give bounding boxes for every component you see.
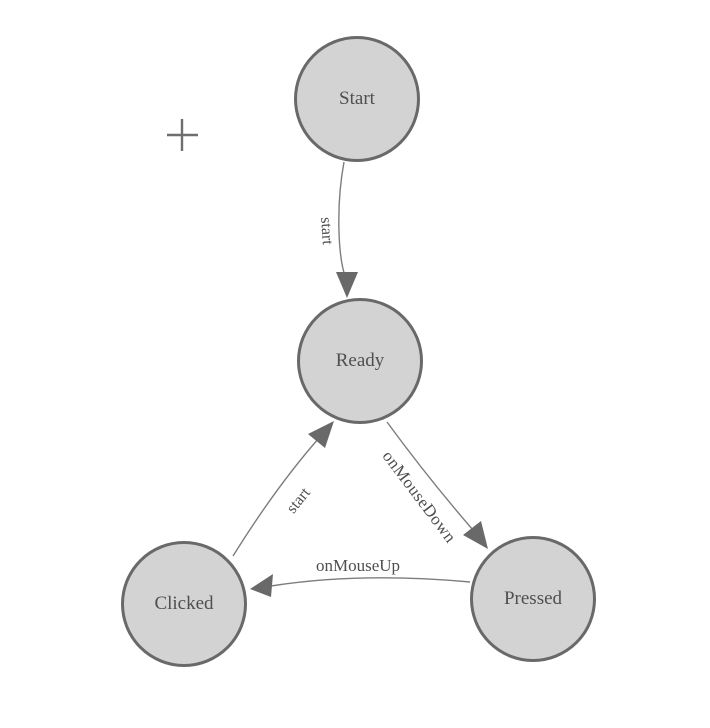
crosshair-plus-icon xyxy=(167,119,198,151)
node-clicked-label: Clicked xyxy=(154,593,214,614)
edge-clicked-to-ready[interactable] xyxy=(232,437,320,557)
node-pressed-label: Pressed xyxy=(503,588,563,609)
arrowhead-clicked-to-ready xyxy=(308,421,334,448)
edge-start-to-ready[interactable] xyxy=(338,161,346,277)
edge-label-pressed-to-clicked[interactable]: onMouseUp xyxy=(315,556,401,575)
arrowhead-ready-to-pressed xyxy=(463,521,488,549)
node-ready-label: Ready xyxy=(335,350,385,371)
edge-ready-to-pressed[interactable] xyxy=(386,421,474,531)
node-start[interactable]: Start xyxy=(294,36,420,162)
node-pressed[interactable]: Pressed xyxy=(470,536,596,662)
node-start-label: Start xyxy=(339,88,375,109)
node-clicked[interactable]: Clicked xyxy=(121,541,247,667)
node-ready[interactable]: Ready xyxy=(297,298,423,424)
edge-label-start-to-ready[interactable]: start xyxy=(317,216,336,246)
arrowhead-start-to-ready xyxy=(336,272,358,298)
arrowhead-pressed-to-clicked xyxy=(250,574,273,597)
edge-pressed-to-clicked[interactable] xyxy=(270,577,471,587)
